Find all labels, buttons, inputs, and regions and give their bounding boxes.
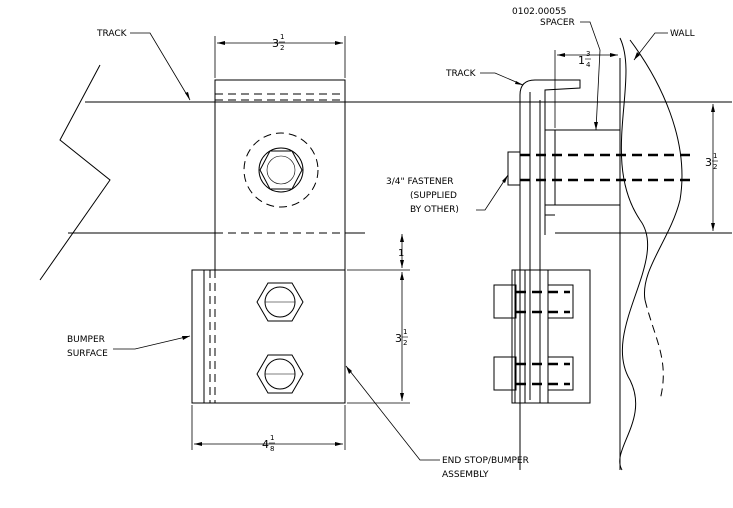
label-endstop-2: ASSEMBLY — [442, 470, 489, 480]
wall-leader — [633, 32, 668, 61]
svg-text:1: 1 — [578, 54, 585, 67]
bolt-head-circle — [258, 147, 304, 193]
svg-text:8: 8 — [270, 445, 274, 453]
front-view — [39, 32, 732, 461]
label-spacer: SPACER — [540, 18, 575, 28]
bolt-hex-icon — [259, 150, 303, 190]
wall-hidden-line — [644, 299, 664, 401]
upper-plate — [214, 79, 346, 271]
bolt-inner-circle — [266, 155, 296, 185]
bumper-nut-top — [493, 284, 517, 319]
label-endstop-1: END STOP/BUMPER — [442, 456, 529, 466]
svg-text:1: 1 — [713, 152, 717, 160]
fastener-leader — [476, 174, 509, 211]
track-left-leader — [130, 32, 191, 101]
bumper-nut-bottom — [493, 356, 517, 391]
label-fastener-1: 3/4" FASTENER — [386, 177, 454, 187]
bumper-bolt-top-hex-icon — [256, 282, 304, 322]
svg-text:2: 2 — [403, 339, 407, 347]
dim-top-width: 3 1 2 — [272, 33, 285, 52]
label-track-right: TRACK — [445, 69, 477, 79]
label-part-number: 0102.00055 — [512, 7, 566, 17]
dim-bottom-width: 4 1 8 — [262, 434, 275, 453]
bumper-bolt-bottom-hex-icon — [256, 354, 304, 394]
dim-track-height: 3 1 2 — [705, 152, 718, 171]
bumper-block — [191, 269, 346, 404]
svg-text:4: 4 — [586, 61, 591, 69]
wall-outer-line — [629, 39, 683, 301]
bumper-side-block — [511, 269, 591, 404]
track-right-leader — [480, 72, 524, 86]
svg-text:2: 2 — [280, 44, 284, 52]
bumper-leader — [113, 335, 191, 350]
wall-line — [619, 37, 649, 471]
svg-text:1: 1 — [398, 248, 404, 259]
side-view — [476, 21, 732, 471]
dimension-labels: 3 1 2 4 1 8 1 3 1 2 1 3 4 — [262, 33, 718, 453]
endstop-leader — [345, 365, 440, 461]
svg-text:1: 1 — [270, 434, 274, 442]
svg-text:3: 3 — [705, 156, 712, 169]
svg-text:2: 2 — [713, 163, 717, 171]
svg-text:3: 3 — [395, 332, 402, 345]
label-fastener-2: (SUPPLIED — [410, 191, 457, 201]
label-wall: WALL — [670, 29, 695, 39]
svg-text:4: 4 — [262, 438, 269, 451]
label-fastener-3: BY OTHER) — [410, 205, 459, 215]
spacer-block — [554, 129, 621, 206]
track-hook — [519, 79, 581, 470]
break-line — [39, 64, 111, 281]
label-bumper-2: SURFACE — [67, 349, 108, 359]
svg-text:3: 3 — [586, 50, 590, 58]
dim-spacer-width: 1 3 4 — [578, 50, 591, 69]
svg-text:1: 1 — [280, 33, 284, 41]
spacer-leader — [580, 21, 601, 131]
washer-hidden-circle — [243, 132, 319, 208]
label-track-left: TRACK — [96, 29, 128, 39]
dim-gap: 1 — [398, 248, 404, 259]
svg-text:1: 1 — [403, 328, 407, 336]
fastener-head — [507, 151, 521, 186]
label-bumper-1: BUMPER — [67, 335, 105, 345]
dim-bumper-height: 3 1 2 — [395, 328, 408, 347]
annotation-labels: TRACK 0102.00055 SPACER WALL TRACK 3/4" … — [67, 7, 695, 480]
bumper-bolt-head-bottom — [547, 356, 574, 391]
bumper-bolt-head-top — [547, 284, 574, 319]
svg-text:3: 3 — [272, 37, 279, 50]
